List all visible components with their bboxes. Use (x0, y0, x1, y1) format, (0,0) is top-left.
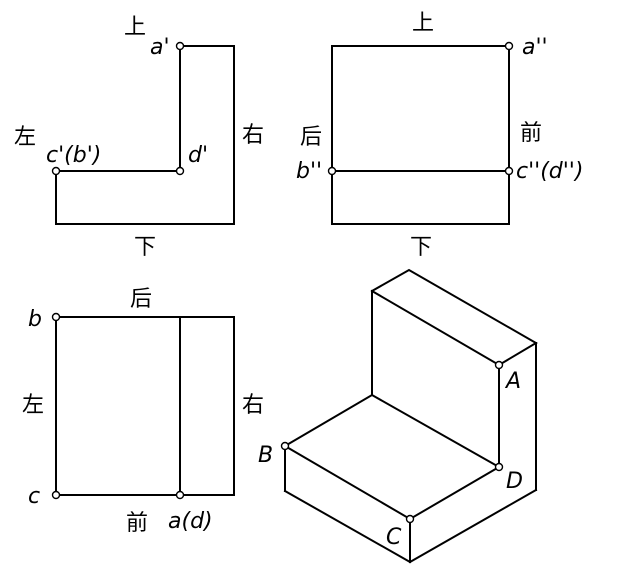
front-view: 上 a' 左 c'(b') d' 右 下 (14, 15, 264, 260)
front-label-d: d' (188, 143, 208, 168)
iso-label-B: B (258, 443, 273, 468)
top-label-ad: a(d) (168, 509, 213, 534)
side-label-down: 下 (410, 235, 432, 260)
side-point-a (504, 41, 514, 51)
side-label-back: 后 (300, 125, 322, 150)
top-label-front: 前 (126, 511, 148, 536)
iso-label-C: C (386, 525, 402, 550)
iso-seat-bottom-right (408, 488, 538, 564)
top-point-b (51, 312, 61, 322)
iso-point-C (405, 514, 415, 524)
side-label-a: a'' (522, 35, 548, 60)
front-label-a: a' (150, 35, 170, 60)
side-point-cd (504, 166, 514, 176)
iso-point-D (494, 462, 504, 472)
iso-seat-bottom-left (283, 489, 412, 564)
iso-label-A: A (504, 369, 521, 394)
side-point-b (327, 166, 337, 176)
front-label-left: 左 (14, 125, 36, 150)
iso-seat-top (283, 393, 502, 521)
side-label-up: 上 (412, 11, 434, 36)
iso-label-D: D (506, 469, 523, 494)
side-label-front: 前 (520, 121, 542, 146)
front-label-cb: c'(b') (46, 143, 101, 168)
top-label-back: 后 (130, 287, 152, 312)
front-view-outline (55, 45, 235, 225)
top-point-ad (175, 490, 185, 500)
side-view-outline (331, 45, 510, 225)
front-point-cb (51, 166, 61, 176)
top-label-b: b (28, 307, 42, 332)
top-label-right: 右 (242, 393, 264, 418)
top-label-left: 左 (22, 393, 44, 418)
front-label-up: 上 (124, 15, 146, 40)
front-label-down: 下 (134, 235, 156, 260)
front-point-d (175, 166, 185, 176)
top-view-outline (55, 316, 235, 496)
top-point-c (51, 490, 61, 500)
isometric-view: A B C D (258, 268, 538, 564)
iso-back-wall-top (370, 268, 538, 367)
iso-point-B (280, 441, 290, 451)
front-point-a (175, 41, 185, 51)
side-view: 上 a'' 后 b'' 前 c''(d'') 下 (296, 11, 583, 260)
side-label-b: b'' (296, 159, 322, 184)
iso-point-A (494, 360, 504, 370)
front-label-right: 右 (242, 123, 264, 148)
top-label-c: c (28, 484, 40, 509)
top-view: 后 b 左 右 c 前 a(d) (22, 287, 264, 536)
side-label-cd: c''(d'') (516, 159, 583, 184)
